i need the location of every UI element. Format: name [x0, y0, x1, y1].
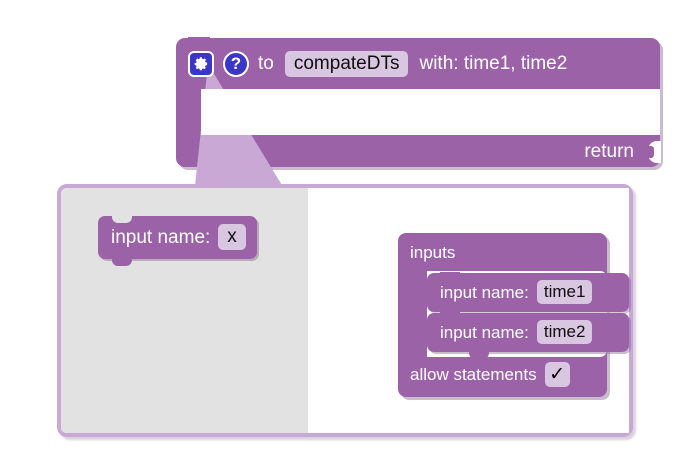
help-icon[interactable]: ? [223, 50, 249, 77]
input-name-block-time2[interactable]: input name: time2 [427, 312, 629, 359]
block-notch-bottom [112, 259, 132, 266]
procedure-statement-slot-inner [201, 89, 241, 135]
allow-statements-label: allow statements [410, 365, 537, 384]
return-label: return [584, 140, 634, 162]
block-seam [427, 312, 629, 313]
inputs-statement-stack: input name: time1 input name: time2 [427, 272, 629, 359]
allow-statements-row: allow statements ✓ [410, 362, 570, 387]
procedure-params-label: with: time1, time2 [419, 52, 568, 74]
input-name-label: input name: [440, 322, 529, 342]
procedure-header-row: ? to compateDTs with: time1, time2 [176, 38, 660, 89]
input-name-block-time1[interactable]: input name: time1 [427, 272, 629, 312]
to-label: to [258, 52, 274, 74]
procedure-definition-block[interactable]: ? to compateDTs with: time1, time2 retur… [176, 37, 661, 167]
mutator-flyout[interactable]: input name: x [61, 188, 308, 433]
gear-glyph [194, 57, 207, 71]
gear-icon[interactable] [188, 50, 214, 77]
inputs-container-title: inputs [410, 243, 456, 262]
return-value-socket-nub [645, 146, 654, 158]
flyout-input-name-block[interactable]: input name: x [98, 216, 257, 266]
input-name-value-field[interactable]: x [218, 224, 246, 250]
block-notch-top [112, 216, 132, 223]
input-name-label: input name: [440, 282, 529, 302]
allow-statements-checkbox[interactable]: ✓ [544, 362, 570, 387]
mutator-workspace[interactable]: inputs input name: time1 input name: tim… [308, 188, 629, 433]
input-name-label: input name: [111, 226, 211, 248]
input-name-value-field[interactable]: time2 [536, 320, 593, 344]
block-notch-top [440, 312, 460, 319]
input-name-value-field[interactable]: time1 [536, 280, 593, 304]
statement-notch [188, 37, 210, 46]
procedure-statement-slot[interactable] [201, 89, 660, 135]
mutator-bubble[interactable]: input name: x inputs input name: time1 i… [57, 184, 633, 437]
stack-bottom-notch [469, 352, 489, 359]
procedure-name-field[interactable]: compateDTs [284, 50, 409, 77]
inputs-container-block[interactable]: inputs input name: time1 input name: tim… [398, 233, 629, 397]
block-notch-top [440, 272, 460, 279]
procedure-return-row: return [176, 135, 660, 167]
